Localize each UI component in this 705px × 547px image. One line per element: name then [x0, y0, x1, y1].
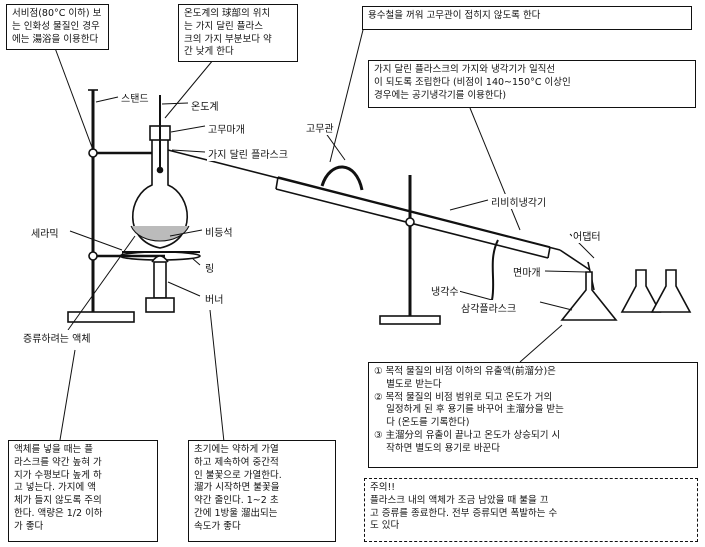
label-rubber-tube: 고무관 — [305, 120, 335, 135]
note-line: 溜가 시작하면 불꽃을 — [194, 482, 280, 494]
note-line: 가지 달린 플라스크의 가지와 냉각기가 일직선 — [374, 64, 556, 75]
note-line: 크의 가지 부분보다 약 — [184, 33, 272, 45]
note-line: 초기에는 약하게 가열 — [194, 444, 279, 455]
note-line: 체가 들지 않도록 주의 — [14, 495, 102, 507]
note-line: 도 있다 — [370, 520, 400, 532]
label-boiling-chips: 비등석 — [204, 224, 234, 239]
note-line: 플라스크 내의 액체가 조금 남았을 때 불을 끄 — [370, 494, 549, 506]
note-line: 라스크를 약간 높혀 가 — [14, 456, 102, 468]
note-line: 인 불꽃으로 가열한다. — [194, 469, 282, 481]
note-line: 고 넣는다. 가지에 액 — [14, 482, 96, 494]
label-cooling-water: 냉각수 — [430, 283, 460, 298]
burner-shape — [145, 255, 175, 313]
step-line: ③ 主溜分의 유출이 끝나고 온도가 상승되기 시 — [374, 430, 561, 442]
note-line: 온도계의 球部의 위치 — [184, 8, 271, 19]
note-line: 지가 수평보다 높게 하 — [14, 469, 102, 481]
note-filling-flask: 액체를 넣을 때는 플 라스크를 약간 높혀 가 지가 수평보다 높게 하 고 … — [8, 440, 158, 542]
note-line: 속도가 좋다 — [194, 520, 241, 532]
label-thermometer: 온도계 — [190, 98, 220, 113]
label-cotton-plug: 면마개 — [512, 264, 542, 279]
note-line: 는 인화성 물질인 경우 — [12, 20, 100, 32]
step-line: 별도로 받는다 — [374, 378, 442, 390]
note-heating: 초기에는 약하게 가열 하고 제속하여 중간적 인 불꽃으로 가열한다. 溜가 … — [188, 440, 336, 542]
note-caution: 주의!! 플라스크 내의 액체가 조금 남았을 때 불을 끄 고 증류를 종료한… — [364, 478, 698, 542]
label-flask: 가지 달린 플라스크 — [207, 146, 289, 161]
receiver-flasks — [560, 269, 692, 321]
step-line: 일정하게 된 후 용기를 바꾸어 主溜分을 받는 — [374, 404, 564, 416]
note-line: 서비점(80°C 이하) 보 — [12, 8, 102, 19]
note-line: 에는 湯浴을 이용한다 — [12, 33, 99, 45]
label-liebig-condenser: 리비히냉각기 — [490, 194, 548, 209]
label-liquid: 증류하려는 액체 — [22, 330, 92, 345]
label-burner: 버너 — [204, 291, 225, 306]
step-line: 다 (온도를 기록한다) — [374, 417, 470, 429]
note-line: 한다. 액량은 1/2 이하 — [14, 508, 103, 520]
note-line: 경우에는 공기냉각기를 이용한다) — [374, 89, 507, 101]
step-line: ① 목적 물질의 비점 이하의 유출액(前溜分)은 — [374, 366, 556, 377]
step-line: 작하면 별도의 용기로 바꾼다 — [374, 442, 501, 454]
label-rubber-stopper: 고무마개 — [207, 121, 246, 136]
note-line: 하고 제속하여 중간적 — [194, 456, 279, 468]
note-rubber-tube-spring: 용수철을 꺼워 고무관이 접히지 않도록 한다 — [362, 6, 692, 30]
label-wire-gauze: 세라믹 — [30, 225, 60, 240]
label-stand: 스탠드 — [120, 90, 150, 105]
caution-title: 주의!! — [370, 482, 396, 493]
ring-stand-left — [67, 89, 165, 323]
note-line: 액체를 넣을 때는 플 — [14, 444, 93, 455]
note-line: 용수철을 꺼워 고무관이 접히지 않도록 한다 — [368, 10, 541, 21]
label-ring: 링 — [204, 260, 216, 275]
note-thermometer-position: 온도계의 球部의 위치 는 가지 달린 플라스 크의 가지 부분보다 약 간 낮… — [178, 4, 298, 62]
note-collection-steps: ① 목적 물질의 비점 이하의 유출액(前溜分)은 별도로 받는다 ② 목적 물… — [368, 362, 698, 468]
ring-stand-right — [379, 175, 441, 325]
note-line: 고 증류를 종료한다. 전부 증류되면 폭발하는 수 — [370, 507, 558, 519]
note-line: 간에 1방울 溜出되는 — [194, 508, 278, 520]
note-line: 간 낮게 한다 — [184, 46, 234, 58]
note-line: 는 가지 달린 플라스 — [184, 20, 263, 32]
note-condenser-alignment: 가지 달린 플라스크의 가지와 냉각기가 일직선 이 되도록 조립한다 (비점이… — [368, 60, 696, 108]
note-flammable: 서비점(80°C 이하) 보 는 인화성 물질인 경우 에는 湯浴을 이용한다 — [6, 4, 109, 50]
distilling-flask — [130, 95, 190, 249]
note-line: 가 좋다 — [14, 520, 44, 532]
note-line: 약간 줄인다. 1~2 초 — [194, 495, 279, 507]
label-receiver-flask: 삼각플라스크 — [460, 300, 518, 315]
step-line: ② 목적 물질의 비점 범위로 되고 온도가 거의 — [374, 391, 553, 403]
label-adapter: 어댑터 — [572, 228, 602, 243]
note-line: 이 되도록 조립한다 (비점이 140~150°C 이상인 — [374, 76, 571, 88]
